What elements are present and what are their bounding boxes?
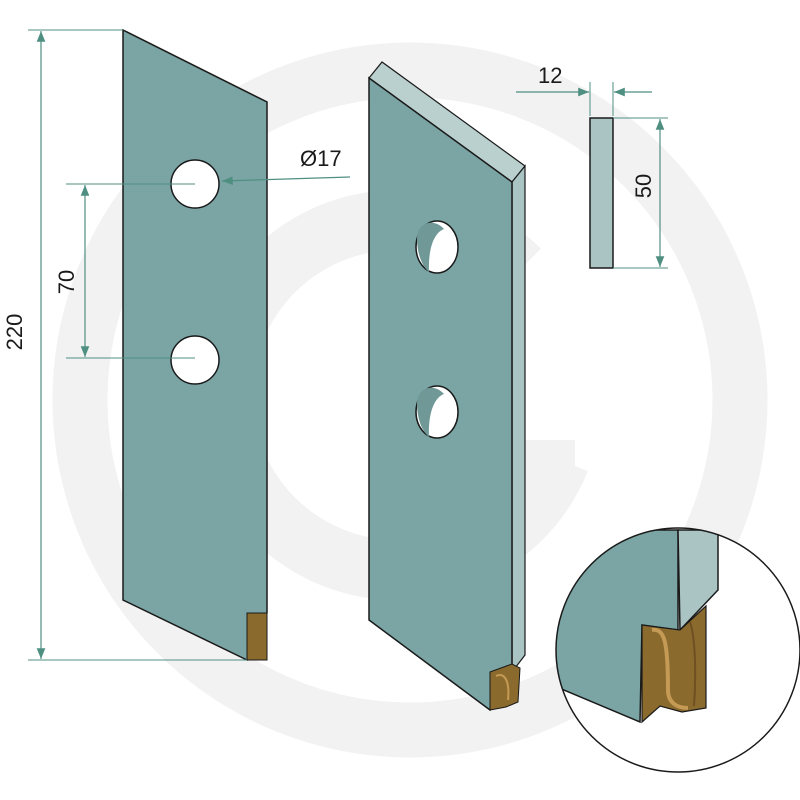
dimension-thickness-label: 12 [538,63,562,88]
dimension-hole-spacing-label: 70 [54,270,79,294]
detail-magnifier-icon [555,527,800,773]
carbide-tip-front [246,612,268,661]
hole-lower-perspective [415,385,459,439]
dimension-hole-spacing: 70 [54,183,195,359]
blade-cross-section [589,117,614,269]
detail-carbide-tip [641,604,707,724]
hole-lower [170,335,220,385]
dimension-length: 220 [2,29,247,661]
dimension-width-label: 50 [631,174,656,198]
blade-front-view [122,28,268,662]
dimension-hole-diameter: Ø17 [221,146,351,185]
dimension-thickness: 12 [516,63,652,116]
hole-upper-perspective [415,220,459,274]
dimension-length-label: 220 [2,314,27,351]
blade-perspective-view [368,61,526,712]
cross-section-rect [589,117,614,269]
blade-side-face [511,164,526,674]
carbide-tip-perspective [489,663,521,711]
dimension-width: 50 [613,117,668,269]
dimension-hole-diameter-label: Ø17 [300,146,342,171]
